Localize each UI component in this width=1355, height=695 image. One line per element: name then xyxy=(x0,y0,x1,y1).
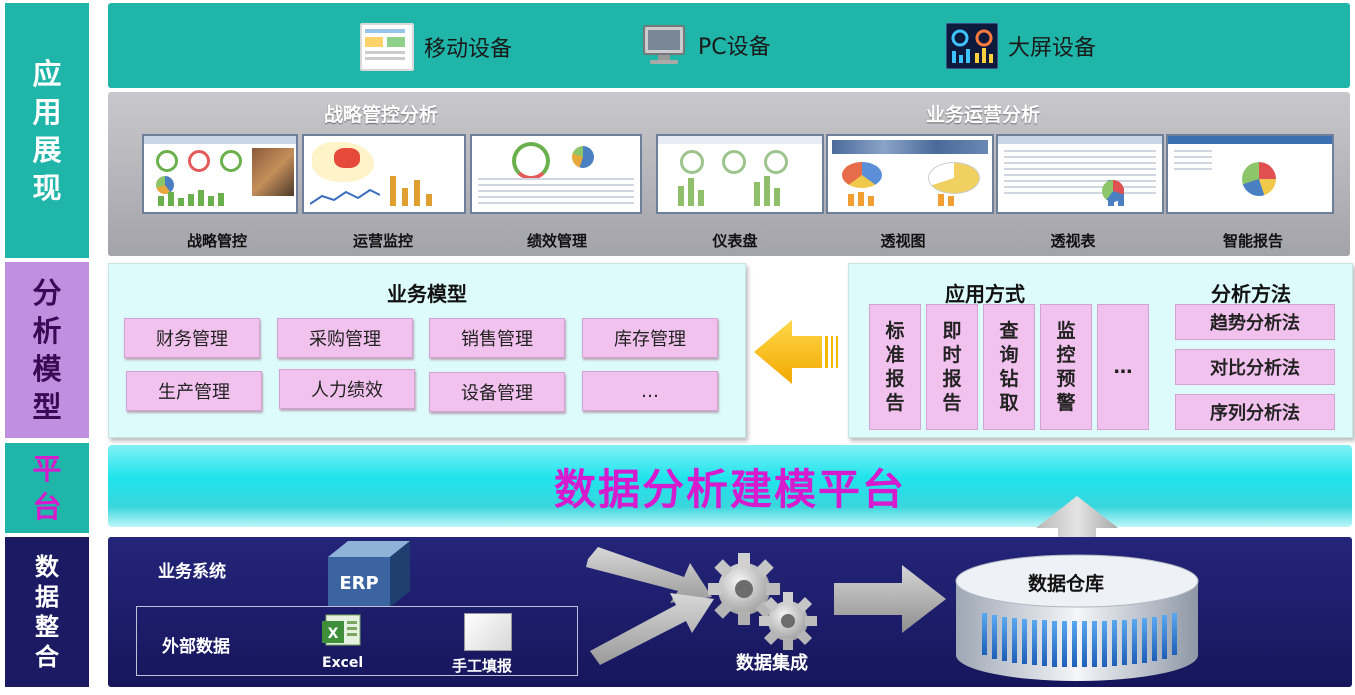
pivot-table-thumbnail xyxy=(996,134,1164,214)
right-arrow-icon xyxy=(834,565,946,633)
smart-report-thumbnail xyxy=(1166,134,1334,214)
application-mode-label: 即时报告 xyxy=(942,320,962,414)
application-mode-item: 即时报告 xyxy=(926,304,978,430)
side-label-text: 数据整合 xyxy=(35,553,59,671)
device-label: PC设备 xyxy=(698,35,771,60)
application-mode-label: 监控预警 xyxy=(1056,320,1076,414)
caption: 仪表盘 xyxy=(712,232,758,250)
business-model-title: 业务模型 xyxy=(387,282,467,306)
erp-text: ERP xyxy=(339,573,378,594)
model-item: 采购管理 xyxy=(277,318,413,358)
up-arrow-icon xyxy=(1036,496,1118,572)
device-label: 移动设备 xyxy=(424,37,513,62)
side-label-analysis-model: 分析模型 xyxy=(5,262,89,438)
erp-icon: ERP xyxy=(328,541,410,607)
analysis-method-item: 趋势分析法 xyxy=(1175,304,1335,340)
model-item: 人力绩效 xyxy=(279,369,415,409)
business-model-panel: 业务模型 财务管理 采购管理 销售管理 库存管理 生产管理 人力绩效 设备管理 … xyxy=(108,263,746,438)
devices-strip: 移动设备 PC设备 大屏设备 xyxy=(108,3,1350,88)
side-label-app-display: 应用展现 xyxy=(5,3,89,258)
manual-entry-label: 手工填报 xyxy=(452,657,513,675)
side-label-data-integration: 数据整合 xyxy=(5,537,89,687)
platform-bar: 数据分析建模平台 xyxy=(108,445,1352,527)
application-mode-item: 查询钻取 xyxy=(983,304,1035,430)
analysis-strip: 战略管控分析 业务运营分析 xyxy=(108,92,1350,256)
analysis-method-title: 分析方法 xyxy=(1211,282,1291,306)
excel-label: Excel xyxy=(322,655,364,671)
device-bigscreen: 大屏设备 xyxy=(946,23,1096,69)
mobile-dashboard-icon xyxy=(360,23,414,71)
pivot-chart-thumbnail xyxy=(826,134,994,214)
performance-thumbnail xyxy=(470,134,642,214)
device-mobile: 移动设备 xyxy=(360,23,512,71)
device-label: 大屏设备 xyxy=(1008,36,1097,61)
application-mode-item: 标准报告 xyxy=(869,304,921,430)
data-integration-panel: 业务系统 ERP 外部数据 X Excel 手工填报 xyxy=(108,537,1352,687)
side-label-text: 应用展现 xyxy=(32,56,62,205)
application-mode-item: 监控预警 xyxy=(1040,304,1092,430)
caption: 绩效管理 xyxy=(526,232,587,250)
application-mode-label: … xyxy=(1113,356,1133,378)
model-item: … xyxy=(582,371,718,411)
strategy-thumbnail xyxy=(142,134,298,214)
data-warehouse-label: 数据仓库 xyxy=(1028,573,1105,595)
excel-icon: X xyxy=(322,614,361,646)
strategic-analysis-title: 战略管控分析 xyxy=(324,104,439,126)
dashboard-thumbnail xyxy=(656,134,824,214)
gears-icon xyxy=(708,553,817,650)
business-system-label: 业务系统 xyxy=(158,562,226,582)
analysis-method-item: 对比分析法 xyxy=(1175,349,1335,385)
model-item: 库存管理 xyxy=(582,318,718,358)
external-data-label: 外部数据 xyxy=(162,637,230,657)
big-screen-dashboard-icon xyxy=(946,23,998,69)
caption: 透视表 xyxy=(1050,232,1096,250)
monitor-icon xyxy=(640,23,688,67)
side-label-text: 平台 xyxy=(32,452,62,524)
device-pc: PC设备 xyxy=(640,23,771,67)
application-method-panel: 应用方式 分析方法 标准报告 即时报告 查询钻取 监控预警 … 趋势分析法 对比… xyxy=(848,263,1353,438)
side-label-text: 分析模型 xyxy=(32,276,62,424)
model-item: 设备管理 xyxy=(429,372,565,412)
operation-monitor-thumbnail xyxy=(302,134,466,214)
caption: 智能报告 xyxy=(1222,232,1283,250)
application-mode-item: … xyxy=(1097,304,1149,430)
data-warehouse-icon xyxy=(955,554,1199,681)
external-data-box xyxy=(136,606,578,676)
analysis-method-item: 序列分析法 xyxy=(1175,394,1335,430)
platform-title: 数据分析建模平台 xyxy=(553,464,906,514)
application-mode-label: 标准报告 xyxy=(885,320,905,414)
application-mode-label: 查询钻取 xyxy=(999,320,1019,414)
model-item: 销售管理 xyxy=(429,318,565,358)
caption: 战略管控 xyxy=(186,232,247,250)
application-mode-title: 应用方式 xyxy=(945,282,1025,306)
model-item: 财务管理 xyxy=(124,318,260,358)
side-label-platform: 平台 xyxy=(5,443,89,533)
left-arrow-icon xyxy=(754,320,838,384)
svg-text:X: X xyxy=(328,626,339,642)
merge-arrows-icon xyxy=(586,547,714,665)
model-item: 生产管理 xyxy=(126,371,262,411)
paper-icon xyxy=(464,613,512,651)
caption: 透视图 xyxy=(880,232,926,250)
caption: 运营监控 xyxy=(352,232,413,250)
operation-analysis-title: 业务运营分析 xyxy=(926,104,1041,126)
data-integration-label: 数据集成 xyxy=(736,653,808,674)
